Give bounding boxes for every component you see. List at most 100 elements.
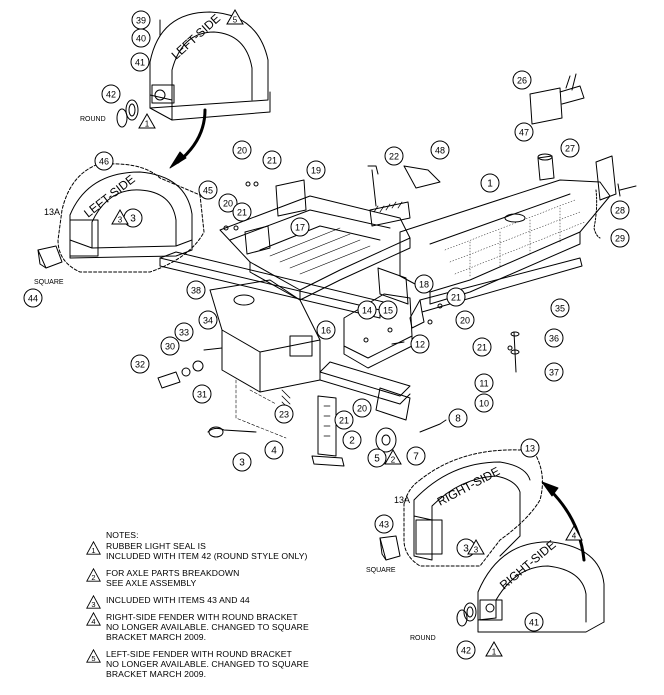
callout-number: 10 — [479, 398, 489, 408]
callout-39: 39 — [131, 10, 151, 30]
callout-number: 45 — [203, 185, 213, 195]
callout-circle — [160, 336, 180, 356]
square-label-left: SQUARE — [34, 279, 64, 286]
callout-number: 26 — [517, 75, 527, 85]
callout-18: 18 — [414, 274, 434, 294]
callout-23: 23 — [274, 404, 294, 424]
callout-number: 11 — [479, 378, 488, 388]
callout-number: 1 — [487, 178, 493, 189]
callout-5: 5 — [367, 448, 387, 468]
callout-35: 35 — [550, 298, 570, 318]
callout-42: 42 — [101, 84, 121, 104]
callout-number: 31 — [197, 389, 207, 399]
callout-circle — [456, 640, 476, 660]
callout-circle — [520, 438, 540, 458]
callout-circle — [290, 217, 310, 237]
triangle-marker — [111, 208, 129, 225]
callout-circle — [131, 28, 151, 48]
callout-26: 26 — [512, 70, 532, 90]
callout-number: 36 — [549, 333, 559, 343]
triangle-marker — [138, 112, 156, 129]
callout-33: 33 — [174, 322, 194, 342]
callout-circle — [430, 140, 450, 160]
note-triangle-number: 4 — [91, 617, 95, 626]
note-marker-5: 5 — [226, 8, 244, 25]
callout-number: 47 — [519, 127, 529, 137]
callout-47: 47 — [514, 122, 534, 142]
callout-circle — [198, 310, 218, 330]
callout-40: 40 — [131, 28, 151, 48]
right-side-label-lower: RIGHT-SIDE — [497, 537, 559, 592]
note-text: FOR AXLE PARTS BREAKDOWN SEE AXLE ASSEMB… — [106, 568, 240, 588]
callout-46: 46 — [94, 151, 114, 171]
callout-43: 43 — [374, 514, 394, 534]
round-seal-top-drawing — [116, 99, 139, 128]
callout-number: 33 — [179, 327, 189, 337]
callout-circle — [406, 446, 426, 466]
callout-number: 39 — [136, 15, 146, 25]
callout-circle — [474, 373, 494, 393]
callout-16: 16 — [316, 320, 336, 340]
callout-number: 3 — [130, 213, 136, 224]
triangle-marker — [485, 640, 503, 657]
notes-panel: NOTES: 1 RUBBER LIGHT SEAL IS INCLUDED W… — [86, 530, 356, 686]
callout-2: 2 — [342, 430, 362, 450]
triangle-number: 5 — [233, 16, 238, 25]
note-triangle-icon: 2 — [86, 568, 101, 582]
callout-number: 21 — [267, 155, 277, 165]
square-bracket-right-drawing — [379, 535, 401, 561]
note-item: 5 LEFT-SIDE FENDER WITH ROUND BRACKET NO… — [86, 649, 356, 679]
callout-42-2: 42 — [456, 640, 476, 660]
square-label-right: SQUARE — [366, 567, 396, 574]
callout-38: 38 — [186, 280, 206, 300]
callout-19: 19 — [306, 160, 326, 180]
callout-number: 19 — [311, 165, 321, 175]
callout-number: 20 — [460, 315, 470, 325]
note-triangle-icon: 4 — [86, 612, 101, 626]
callout-number: 32 — [135, 359, 145, 369]
callout-number: 21 — [477, 342, 487, 352]
callout-number: 29 — [615, 233, 625, 243]
triangle-number: 3 — [118, 216, 123, 225]
left-side-label-top: LEFT-SIDE — [169, 11, 223, 62]
callout-21-5: 21 — [334, 410, 354, 430]
triangle-number: 3 — [474, 546, 479, 555]
right-fender-move-arrow — [541, 481, 586, 562]
callout-number: 20 — [357, 403, 367, 413]
callout-circle — [264, 440, 284, 460]
callout-number: 41 — [135, 57, 145, 67]
callout-20-4: 20 — [352, 398, 372, 418]
callout-circle — [262, 150, 282, 170]
callout-circle — [367, 448, 387, 468]
note-marker-4: 4 — [565, 524, 583, 541]
callout-27: 27 — [560, 138, 580, 158]
callout-circle — [198, 180, 218, 200]
triangle-marker — [384, 448, 402, 465]
callout-34: 34 — [198, 310, 218, 330]
callout-circle — [524, 612, 544, 632]
callout-circle — [232, 452, 252, 472]
callout-17: 17 — [290, 217, 310, 237]
callout-circle — [480, 173, 500, 193]
callout-circle — [448, 408, 468, 428]
callout-number: 22 — [389, 151, 399, 161]
callout-number: 8 — [455, 413, 461, 424]
right-side-label-upper: RIGHT-SIDE — [435, 464, 502, 509]
note-item: 4 RIGHT-SIDE FENDER WITH ROUND BRACKET N… — [86, 612, 356, 642]
callout-21-3: 21 — [446, 287, 466, 307]
callout-number: 30 — [165, 341, 175, 351]
callout-1: 1 — [480, 173, 500, 193]
callout-circle — [130, 52, 150, 72]
callout-circle — [560, 138, 580, 158]
callout-circle — [544, 362, 564, 382]
triangle-marker — [467, 538, 485, 555]
left-fender-square-drawing — [57, 163, 205, 273]
note-marker-2: 2 — [384, 448, 402, 465]
callout-number: 42 — [461, 645, 471, 655]
note-triangle-number: 1 — [91, 546, 95, 555]
callout-circle — [374, 514, 394, 534]
callout-number: 4 — [271, 445, 277, 456]
note-text: LEFT-SIDE FENDER WITH ROUND BRACKET NO L… — [106, 649, 309, 679]
callout-4: 4 — [264, 440, 284, 460]
